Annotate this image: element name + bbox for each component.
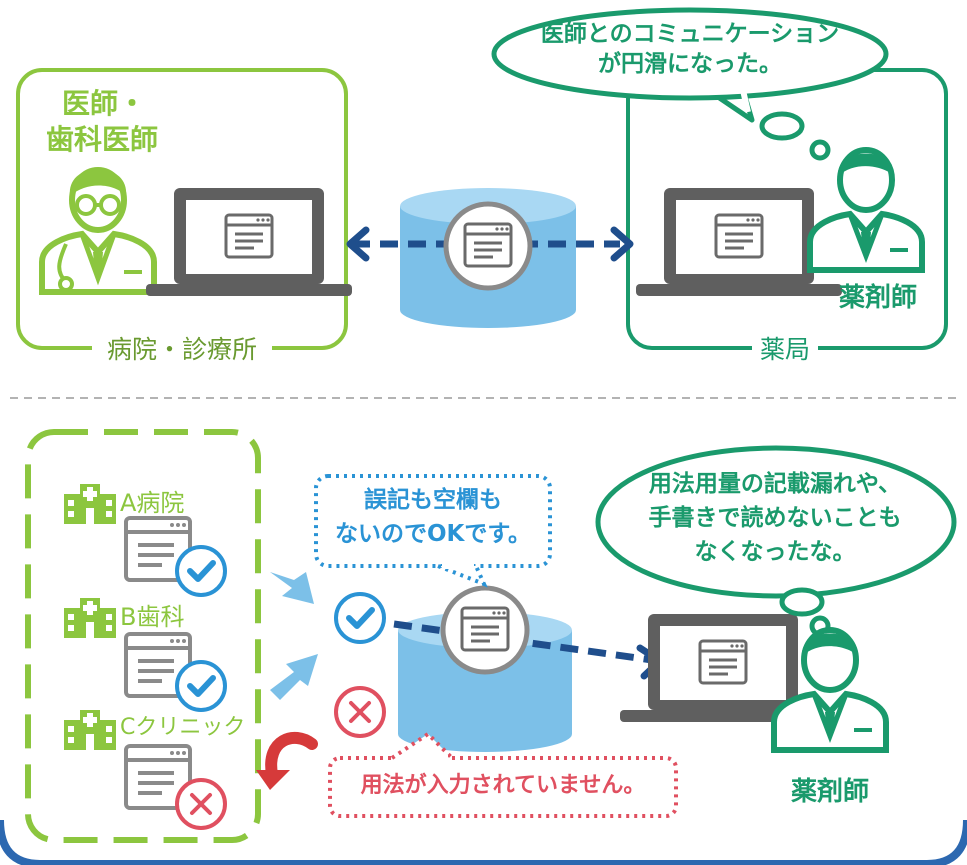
thought-line3: なくなったな。 — [694, 539, 856, 565]
return-arrow-icon — [256, 731, 318, 790]
clinic-name-a: A病院 — [120, 489, 185, 517]
bubble-line2: が円滑になった。 — [598, 51, 782, 77]
hospital-building-icon — [64, 710, 116, 750]
pharmacist-label-bottom: 薬剤師 — [790, 777, 869, 807]
error-x-icon — [334, 686, 386, 738]
doctor-icon — [39, 167, 157, 295]
hospital-building-icon — [64, 598, 116, 638]
document-window-icon — [440, 585, 530, 675]
laptop-icon — [146, 188, 352, 296]
doctor-label-line1: 医師・ — [62, 87, 147, 120]
check-icon — [177, 547, 225, 595]
thought-line1: 用法用量の記載漏れや、 — [648, 471, 902, 497]
check-icon — [177, 662, 225, 710]
check-icon — [336, 594, 384, 642]
clinic-name-c: Cクリニック — [120, 715, 246, 740]
hospital-building-icon — [64, 484, 116, 524]
pharmacist-label-top: 薬剤師 — [838, 283, 917, 313]
hospital-caption: 病院・診療所 — [106, 335, 257, 364]
thought-dots-icon — [759, 111, 831, 161]
bubble-line1: 医師とのコミュニケーション — [540, 21, 840, 47]
ok-bubble-line2: ないのでOKです。 — [334, 521, 532, 547]
document-window-icon — [443, 201, 533, 291]
clinic-name-b: B歯科 — [120, 603, 185, 631]
ok-bubble-line1: 誤記も空欄も — [364, 487, 502, 513]
thought-line2: 手書きで読めないことも — [648, 505, 902, 531]
doctor-label-line2: 歯科医師 — [46, 123, 159, 156]
error-message: 用法が入力されていません。 — [360, 773, 646, 798]
pharmacy-caption: 薬局 — [759, 335, 810, 364]
error-x-icon — [175, 778, 227, 830]
